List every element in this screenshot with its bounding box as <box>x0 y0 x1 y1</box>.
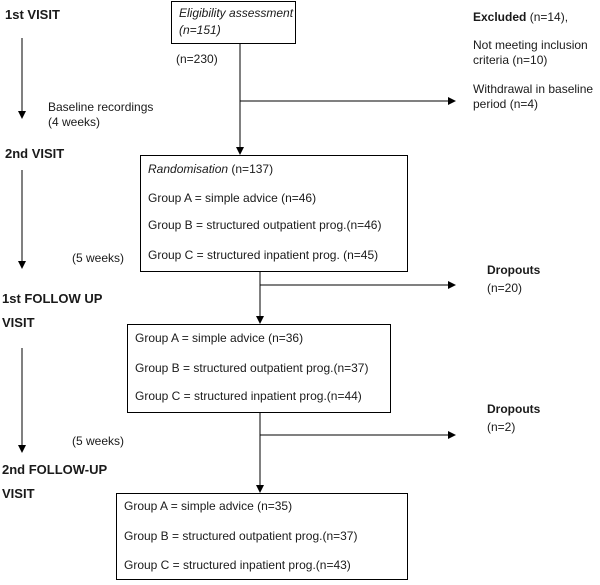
excluded-reason-2: Withdrawal in baseline period (n=4) <box>473 82 594 111</box>
dropouts2-title: Dropouts <box>487 402 541 416</box>
randomisation-group-a: Group A = simple advice (n=46) <box>148 191 317 205</box>
baseline-label: Baseline recordings (4 weeks) <box>48 100 154 129</box>
followup2-box: Group A = simple advice (n=35) Group B =… <box>116 493 408 580</box>
weeks2-label: (5 weeks) <box>72 434 125 448</box>
followup1-group-a: Group A = simple advice (n=36) <box>135 331 304 345</box>
dropouts1-title: Dropouts <box>487 263 541 277</box>
followup2-group-b: Group B = structured outpatient prog.(n=… <box>124 529 358 543</box>
randomisation-box: Randomisation (n=137) Group A = simple a… <box>140 155 408 272</box>
excluded-n: (n=14), <box>529 10 569 24</box>
followup2-group-c: Group C = structured inpatient prog.(n=4… <box>124 558 351 572</box>
excluded-heading: Excluded (n=14), <box>473 10 568 25</box>
randomisation-title: Randomisation <box>148 162 229 176</box>
dropouts2-n: (n=2) <box>487 420 516 434</box>
visit2-label: 2nd VISIT <box>5 146 65 161</box>
eligibility-note: (n=230) <box>176 52 218 66</box>
randomisation-n: (n=137) <box>231 162 274 176</box>
followup1-label: 1st FOLLOW UP VISIT <box>2 291 103 330</box>
eligibility-box: Eligibility assessment (n=151) <box>171 1 296 44</box>
visit1-label: 1st VISIT <box>5 7 60 22</box>
followup2-group-a: Group A = simple advice (n=35) <box>124 499 293 513</box>
eligibility-title: Eligibility assessment <box>179 6 294 20</box>
randomisation-group-c: Group C = structured inpatient prog. (n=… <box>148 248 379 262</box>
excluded-title: Excluded <box>473 10 527 24</box>
excluded-reason-1: Not meeting inclusion criteria (n=10) <box>473 38 588 67</box>
followup2-label: 2nd FOLLOW-UP VISIT <box>2 462 107 501</box>
followup1-group-c: Group C = structured inpatient prog.(n=4… <box>135 389 362 403</box>
dropouts1-n: (n=20) <box>487 281 523 295</box>
weeks1-label: (5 weeks) <box>72 251 125 265</box>
followup1-group-b: Group B = structured outpatient prog.(n=… <box>135 361 369 375</box>
followup1-box: Group A = simple advice (n=36) Group B =… <box>127 324 391 413</box>
randomisation-group-b: Group B = structured outpatient prog.(n=… <box>148 218 382 232</box>
eligibility-n: (n=151) <box>179 23 221 37</box>
